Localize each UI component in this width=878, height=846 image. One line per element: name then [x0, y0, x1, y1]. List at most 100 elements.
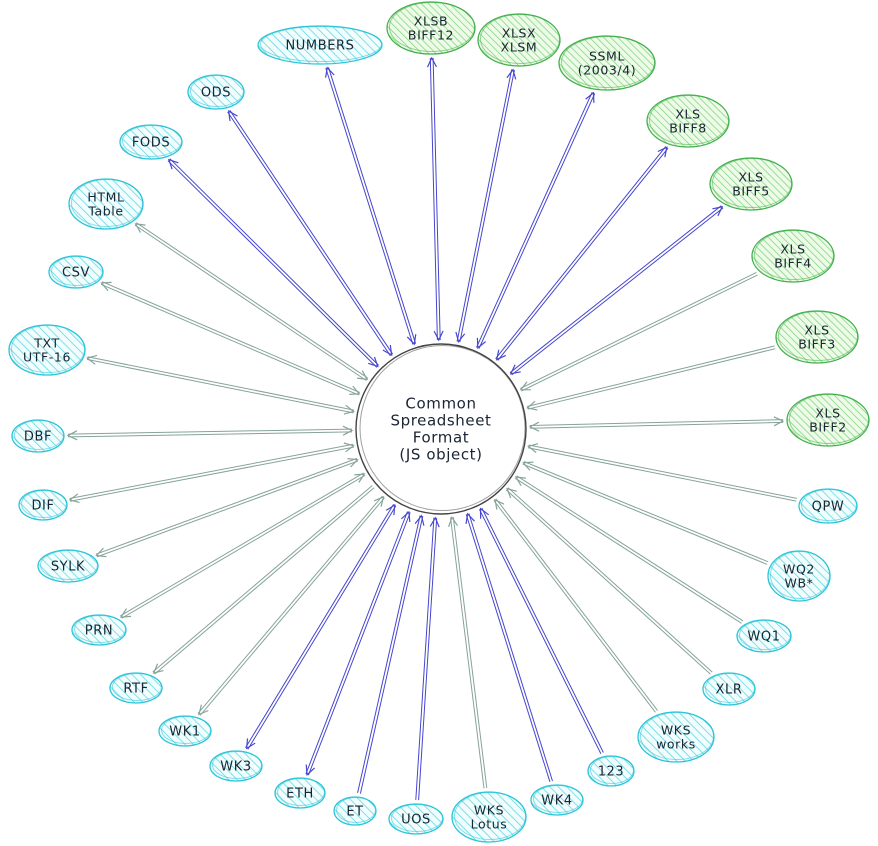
node-eth: ETH	[274, 777, 326, 809]
node-label-numbers: NUMBERS	[285, 39, 354, 54]
node-label-sylk: SYLK	[51, 560, 85, 575]
edge-eth	[305, 510, 411, 776]
edge-csv	[100, 281, 361, 396]
node-label-eth: ETH	[286, 787, 314, 802]
edge-uos	[415, 516, 440, 801]
edge-sylk	[95, 457, 359, 558]
edge-qpw	[526, 443, 797, 502]
edge-wk1	[197, 495, 385, 716]
edge-dbf	[66, 425, 354, 441]
node-123: 123	[587, 755, 635, 787]
edges-layer	[66, 56, 797, 801]
edge-ssml	[476, 91, 596, 350]
edge-wks-lotus	[448, 515, 488, 789]
node-prn: PRN	[71, 614, 127, 646]
node-label-rtf: RTF	[123, 682, 148, 697]
edge-numbers	[325, 66, 417, 346]
node-ods: ODS	[187, 74, 245, 110]
edge-prn	[119, 472, 366, 619]
edge-xls-biff8	[495, 146, 669, 361]
node-label-wk1: WK1	[169, 725, 200, 740]
node-label-dbf: DBF	[24, 430, 52, 445]
node-label-uos: UOS	[401, 813, 431, 828]
edge-wk4	[465, 512, 553, 782]
node-label-ssml: SSML(2003/4)	[578, 49, 637, 78]
node-label-wk4: WK4	[541, 794, 572, 809]
edge-xls-biff3	[526, 345, 776, 411]
node-label-fods: FODS	[132, 136, 170, 151]
edge-wks-works	[493, 498, 658, 713]
edge-txt-utf16	[85, 354, 356, 415]
node-numbers: NUMBERS	[257, 25, 383, 65]
node-uos: UOS	[388, 803, 444, 835]
node-dbf: DBF	[11, 419, 65, 453]
node-label-wq1: WQ1	[747, 630, 780, 645]
node-label-123: 123	[598, 765, 625, 780]
node-label-csv: CSV	[62, 266, 90, 281]
node-label-qpw: QPW	[812, 500, 845, 515]
node-wk1: WK1	[158, 715, 212, 747]
edge-dif	[68, 442, 355, 504]
node-et: ET	[333, 796, 377, 826]
edge-et	[357, 514, 425, 794]
edge-xls-biff2	[528, 416, 785, 432]
node-wk4: WK4	[530, 784, 584, 816]
node-qpw: QPW	[798, 488, 858, 524]
edge-wq1	[514, 475, 744, 624]
node-csv: CSV	[48, 255, 104, 289]
edge-123	[478, 507, 604, 755]
edge-fods	[167, 158, 380, 368]
node-fods: FODS	[119, 124, 183, 160]
node-wq1: WQ1	[736, 619, 792, 653]
node-label-wk3: WK3	[220, 760, 251, 775]
node-ssml: SSML(2003/4)	[558, 35, 656, 91]
node-label-et: ET	[346, 805, 363, 820]
node-xlr: XLR	[702, 672, 756, 706]
edge-html-table	[134, 222, 369, 381]
edge-xls-biff4	[519, 271, 758, 392]
node-label-ods: ODS	[201, 86, 231, 101]
node-label-xlr: XLR	[716, 683, 743, 698]
edge-rtf	[152, 485, 375, 675]
node-sylk: SYLK	[37, 549, 99, 583]
edge-wk3	[245, 503, 397, 750]
node-dif: DIF	[18, 489, 68, 521]
node-wk3: WK3	[209, 750, 263, 782]
node-label-prn: PRN	[85, 624, 113, 639]
node-label-dif: DIF	[31, 499, 54, 514]
edge-xlsx-xlsm	[455, 68, 517, 344]
edge-xlr	[505, 487, 713, 675]
edge-ods	[227, 109, 394, 357]
edge-wq2-wb	[522, 461, 769, 565]
edge-xlsb-biff12	[426, 56, 444, 342]
